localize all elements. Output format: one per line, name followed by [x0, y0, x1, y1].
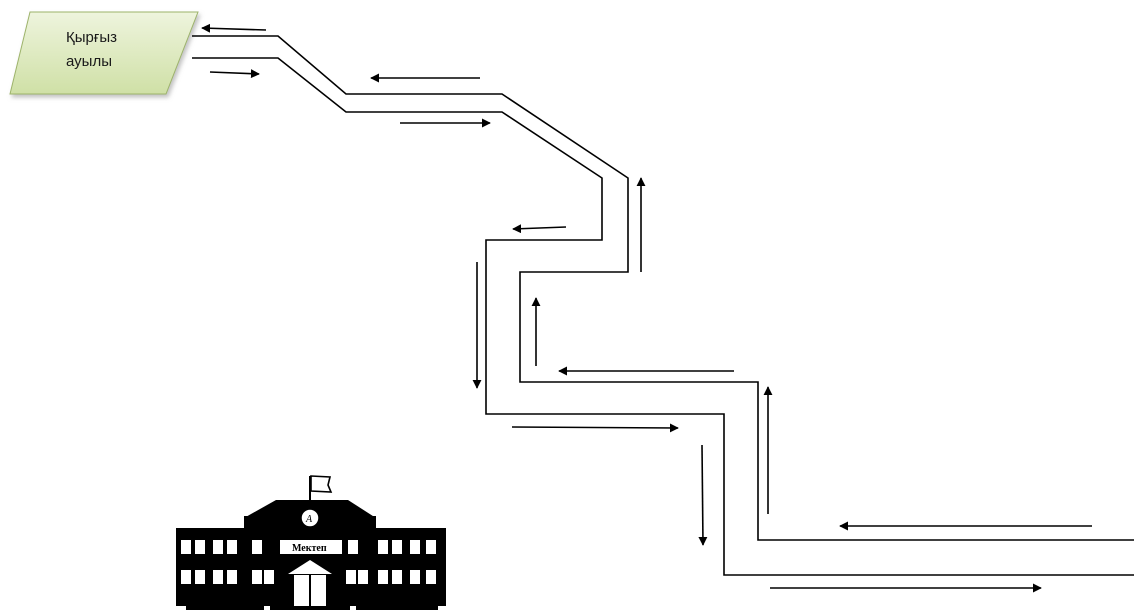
village-label-line2: ауылы	[66, 53, 112, 70]
arrow-right-3	[511, 423, 679, 433]
school-building: А Мектеп	[176, 475, 446, 610]
school-door-arch	[288, 560, 332, 574]
road	[192, 35, 1134, 576]
school-sign-box	[280, 540, 342, 554]
village-node: Қырғыз ауылы	[9, 11, 199, 95]
school-steps	[270, 606, 350, 610]
school-flag	[310, 475, 333, 493]
school-right-wing	[372, 528, 446, 606]
village-label-line1: Қырғыз	[66, 29, 117, 46]
school-label: Мектеп	[292, 543, 327, 554]
school-windows	[181, 540, 436, 584]
road-lower-edge	[192, 57, 1134, 576]
arrow-right-1	[209, 69, 260, 79]
school-left-wing	[176, 528, 248, 606]
arrow-down-2	[698, 444, 708, 546]
road-upper-edge	[192, 35, 1134, 541]
school-clock	[300, 508, 320, 528]
arrow-left-1	[201, 23, 267, 33]
village-shape	[9, 11, 199, 95]
arrow-left-3	[512, 224, 567, 234]
school-badge: А	[305, 514, 313, 525]
direction-arrows	[201, 23, 1092, 593]
